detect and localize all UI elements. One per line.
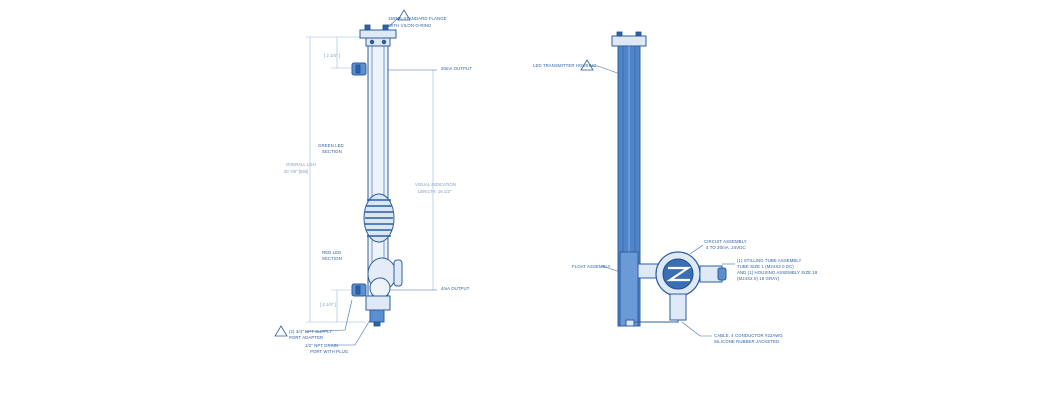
drain-plug: [369, 309, 385, 323]
dim-bottom: [ 2 1/4" ]: [320, 302, 336, 307]
stilling-line3: AND (1) HOUSING ASSEMBLY SIZE 18: [737, 270, 818, 275]
circuit-line2: 4 TO 20mA, 24VDC: [706, 245, 746, 250]
dim-top: [ 2 1/4" ]: [324, 53, 340, 58]
stilling-line4: (M24X2.0) 18 GRAY): [737, 276, 780, 281]
cable-line2: SILICONE RUBBER JACKETED: [714, 339, 779, 344]
flange-bolt: [364, 24, 371, 31]
float-assembly: [619, 251, 639, 327]
output-top: 20mA OUTPUT: [441, 66, 472, 71]
circuit-line1: CIRCUIT ASSEMBLY: [704, 239, 747, 244]
led-segments: [365, 199, 393, 237]
flange-neck: [365, 37, 391, 47]
flange-note-line1: 150MB STANDARD FLANGE: [388, 16, 447, 21]
red-section-line1: RED LED: [322, 250, 341, 255]
green-section-line1: GREEN LED: [318, 143, 344, 148]
flange-fastener: [369, 39, 375, 45]
stilling-line2: TUBE SIZE 1 (M24X2.0 DC): [737, 264, 794, 269]
overall-line1: OVERALL LGH: [286, 162, 316, 167]
green-section-line2: SECTION: [322, 149, 342, 154]
warning-triangle-icon: [397, 9, 411, 21]
left-elevation-view: 150MB STANDARD FLANGE WITH VILON O-RING …: [274, 9, 472, 354]
drain-port-line2: PORT WITH PLUG: [310, 349, 349, 354]
transmitter-label: LED TRANSMITTER HOUSING: [533, 63, 597, 68]
flange-note-line2: WITH VILON O-RING: [388, 23, 432, 28]
supply-port-line1: (2) 3/4" NPT SUPPLY: [289, 329, 332, 334]
dimension-lines-left: [306, 36, 437, 323]
drain-port-line1: 1/2" NPT DRAIN: [305, 343, 338, 348]
right-housing-cap: [717, 267, 727, 281]
junction-cap: [393, 259, 403, 287]
bottom-fitting: [365, 295, 391, 311]
right-top-flange: [611, 35, 647, 47]
circuit-symbol: [666, 266, 692, 282]
warning-triangle-icon: [274, 325, 288, 337]
red-section-line2: SECTION: [322, 256, 342, 261]
float-label: FLOAT ASSEMBLY: [572, 264, 611, 269]
stilling-line1: (1) STILLING TUBE ASSEMBLY: [737, 258, 802, 263]
right-section-view: LED TRANSMITTER HOUSING FLOAT ASSEMBLY C…: [533, 31, 818, 344]
top-flange: [359, 29, 397, 39]
flange-fastener: [381, 39, 387, 45]
overall-line2: 20 7/8" [530]: [284, 169, 308, 174]
warning-triangle-icon: [580, 59, 594, 71]
visual-indication-line1: VISUAL INDICATION: [415, 182, 456, 187]
supply-port-line2: PORT ADAPTER: [289, 335, 323, 340]
lower-stem: [669, 293, 687, 321]
cable-line1: CABLE, 4 CONDUCTOR #22AWG: [714, 333, 783, 338]
output-bottom: 4mA OUTPUT: [441, 286, 470, 291]
visual-indication-line2: LENGTH: 16 1/2": [418, 189, 452, 194]
